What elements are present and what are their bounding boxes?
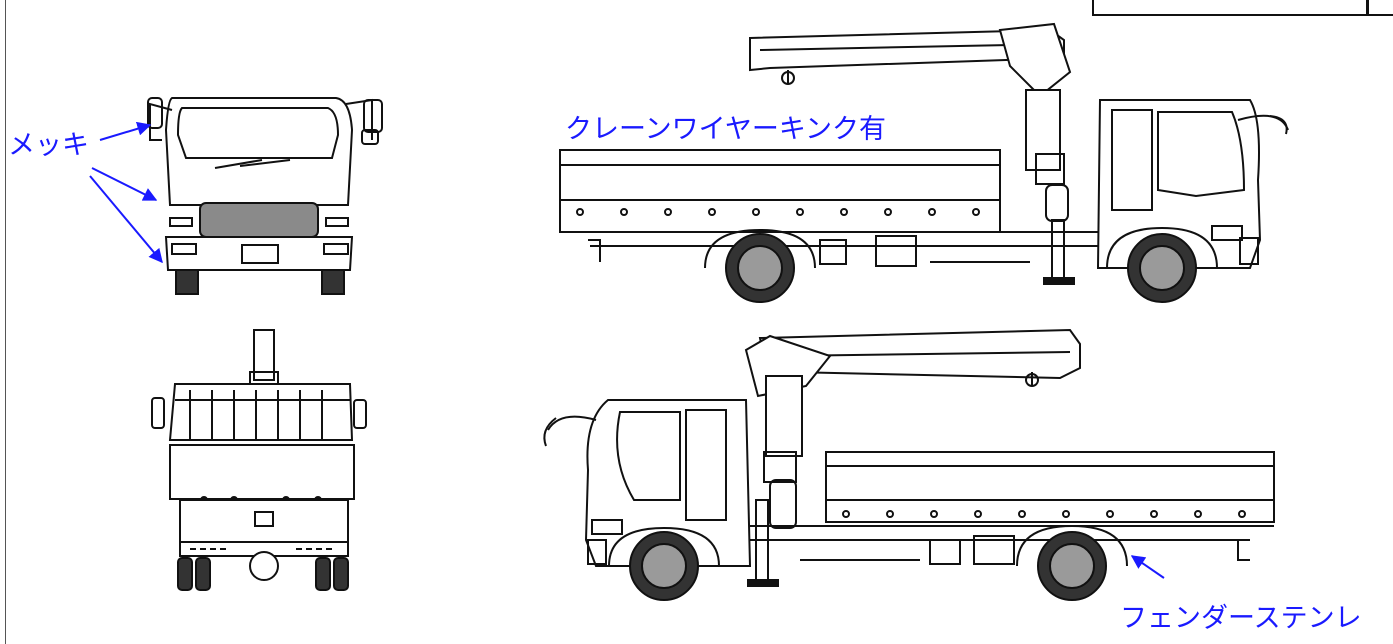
truck-front-view xyxy=(147,97,383,295)
title-frame-corner xyxy=(1367,0,1393,16)
crane-wire-kink-label: クレーンワイヤーキンク有 xyxy=(565,114,887,145)
page-edge-line xyxy=(0,0,6,644)
plating-label: メッキ xyxy=(8,130,89,161)
truck-rear-view xyxy=(151,329,367,591)
fender-stainless-label: フェンダーステンレ xyxy=(1120,603,1362,634)
arrow-fender xyxy=(1130,555,1165,579)
truck-side-view-right xyxy=(559,22,1289,303)
annotation-arrows xyxy=(89,121,1165,579)
arrow-plating-bumper xyxy=(89,175,163,264)
truck-side-view-left xyxy=(543,328,1275,601)
arrow-plating-grille xyxy=(91,167,158,201)
arrow-plating-mirror xyxy=(99,121,152,141)
